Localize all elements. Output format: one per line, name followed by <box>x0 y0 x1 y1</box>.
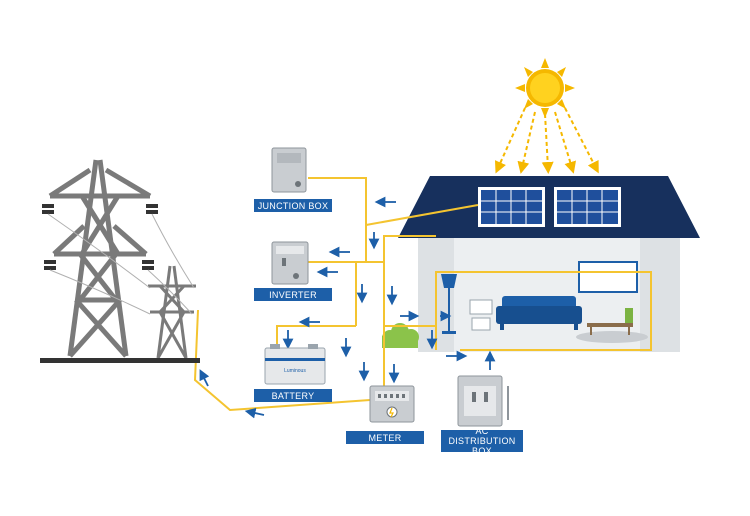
power-lines <box>47 213 195 315</box>
sofa-icon <box>496 296 582 330</box>
sun-rays <box>494 107 599 174</box>
wiring <box>193 177 652 412</box>
tv-icon <box>578 261 638 293</box>
roof <box>398 176 700 238</box>
transmission-tower-small-icon <box>148 265 196 359</box>
insulators <box>42 204 158 270</box>
transmission-tower-large-icon <box>48 159 152 358</box>
ac-distribution-label-line2: BOX <box>472 446 492 456</box>
side-table-icon <box>469 299 493 331</box>
ac-distribution-box-icon <box>457 375 509 427</box>
house <box>382 176 700 352</box>
meter-label: METER <box>346 431 424 444</box>
ac-distribution-box-label: AC DISTRIBUTION BOX <box>441 426 523 456</box>
ground-line <box>40 358 200 363</box>
solar-panel-left <box>478 187 545 227</box>
floor-lamp-icon <box>441 274 457 334</box>
inverter-icon <box>271 241 309 285</box>
battery-icon: Luminous <box>264 344 326 385</box>
coffee-table-icon <box>576 308 648 343</box>
bushes <box>382 323 419 348</box>
battery-brand-text: Luminous <box>284 368 306 374</box>
solar-panel-right <box>554 187 621 227</box>
sun-icon <box>515 58 575 118</box>
battery-label: BATTERY <box>254 389 332 402</box>
flow-arrows <box>199 196 496 419</box>
junction-box-label: JUNCTION BOX <box>254 199 332 212</box>
junction-box-icon <box>271 147 307 193</box>
ac-distribution-label-line1: AC DISTRIBUTION <box>448 426 516 446</box>
inverter-label: INVERTER <box>254 288 332 301</box>
meter-icon <box>369 385 415 423</box>
